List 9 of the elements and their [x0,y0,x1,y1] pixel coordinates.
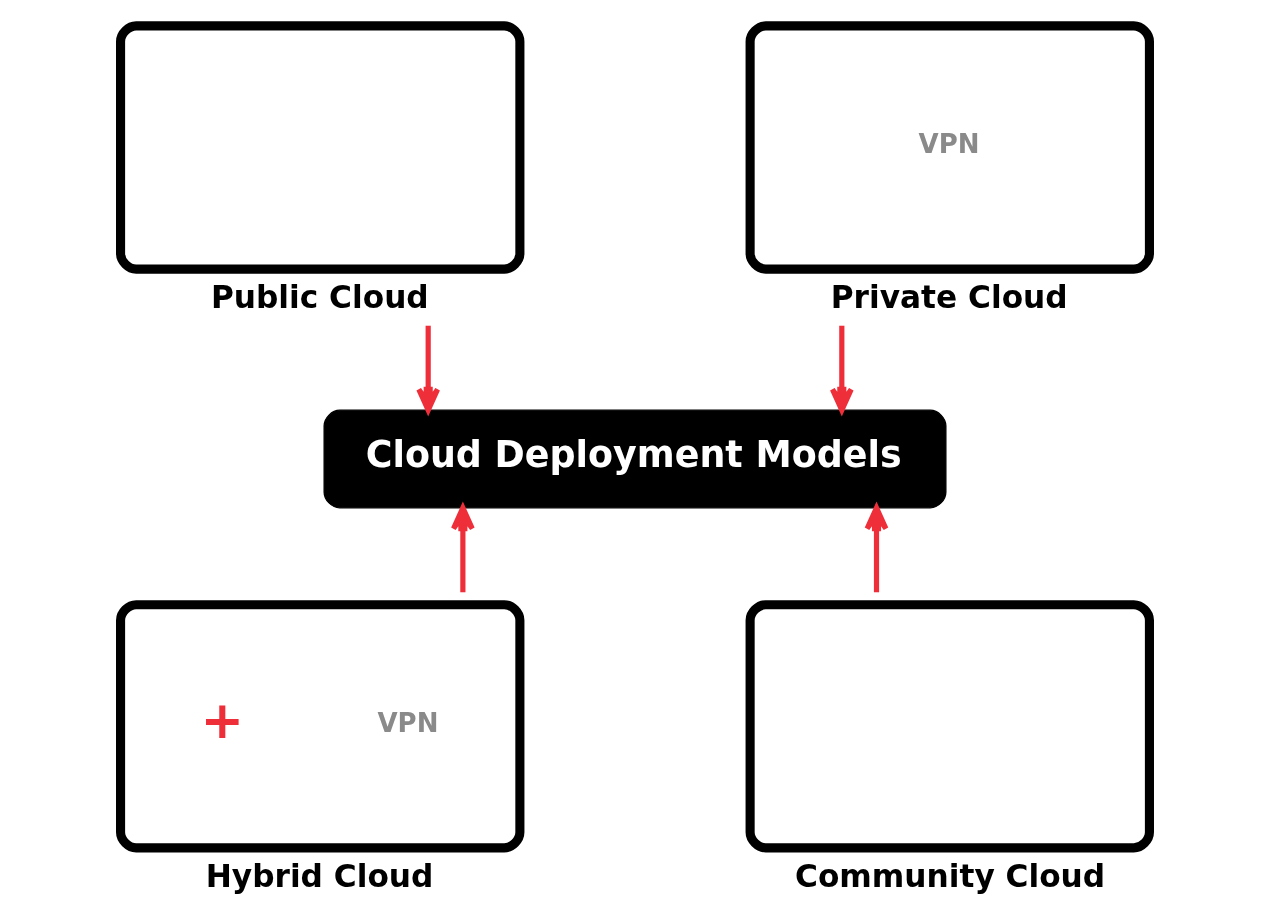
node-box: VPN [745,21,1154,274]
node-label: Public Cloud [210,278,429,315]
node-box [116,21,525,274]
node-label: Community Cloud [794,857,1106,894]
node-box: + VPN [116,600,525,853]
node-label: Hybrid Cloud [205,857,434,894]
node-label: Private Cloud [830,278,1068,315]
node-box [745,600,1154,853]
node-box: Cloud Deployment Models [323,409,947,509]
